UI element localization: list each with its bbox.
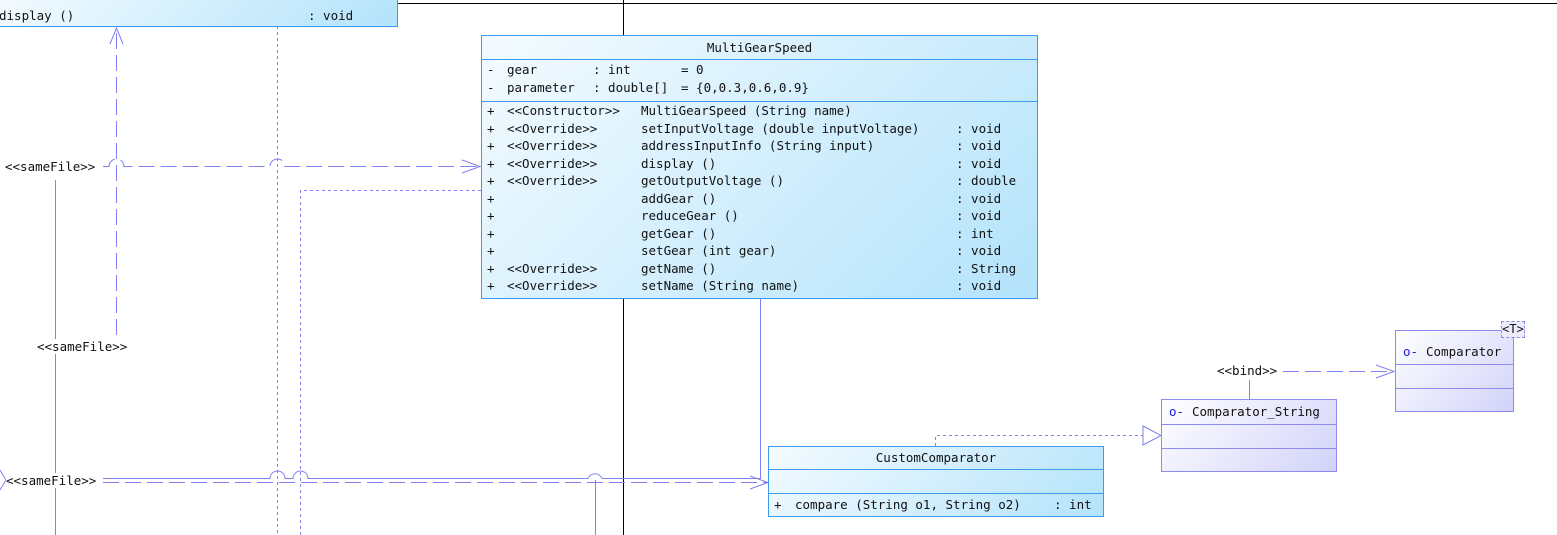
samefile-label: <<sameFile>> (5, 159, 96, 174)
method-return: : void (956, 120, 1002, 136)
method-vis: + (487, 173, 495, 188)
top-class-box[interactable]: display () : void (0, 0, 398, 27)
method-vis: + (487, 103, 495, 118)
interface-lollipop-icon: o- (1169, 404, 1185, 419)
methods-section (1396, 388, 1513, 412)
attribute-default: = {0,0.3,0.6,0.9} (681, 79, 809, 95)
attributes-section: -gear : int = 0 -parameter : double[] = {0,0.… (482, 59, 1037, 101)
method-return: : void (956, 190, 1002, 206)
method-return: : int (1054, 497, 1092, 512)
method-name: addGear () (641, 190, 717, 206)
method-name: reduceGear () (641, 208, 739, 223)
arrow-head-right (461, 159, 482, 174)
association-line-custom (103, 298, 761, 479)
interface-title: Comparator_String (1192, 404, 1320, 419)
method-stereo: <<Constructor>> (507, 103, 620, 118)
interface-title: Comparator (1426, 344, 1502, 359)
method-name: display () (0, 8, 75, 23)
interface-comparator-string[interactable]: o- Comparator_String (1161, 399, 1337, 472)
method-name: MultiGearSpeed (String name) (641, 103, 852, 118)
method-return: : void (956, 155, 1002, 171)
method-vis: + (487, 155, 495, 171)
samefile-label: <<sameFile>> (6, 473, 97, 488)
method-stereo: <<Override>> (507, 155, 598, 171)
attribute-name: gear (507, 62, 538, 77)
method-name: getName () (641, 260, 717, 276)
attribute-vis: - (487, 79, 495, 95)
method-return: : void (956, 138, 1002, 153)
method-stereo: <<Override>> (507, 260, 598, 276)
interface-comparator[interactable]: o- Comparator (1395, 330, 1514, 412)
method-name: setGear (int gear) (641, 243, 777, 258)
method-visibility: + (774, 497, 782, 512)
attribute-vis: - (487, 62, 495, 77)
method-stereo: <<Override>> (507, 138, 598, 153)
class-title: MultiGearSpeed (706, 40, 813, 55)
attributes-section (769, 469, 1103, 493)
method-return: : void (956, 278, 1002, 293)
method-vis: + (487, 260, 495, 276)
method-vis: + (487, 190, 495, 206)
template-parameter-box: <T> (1501, 321, 1525, 338)
samefile-label: <<sameFile>> (37, 339, 128, 354)
method-stereo: <<Override>> (507, 278, 598, 293)
method-return: : void (308, 8, 354, 23)
attributes-section (1162, 424, 1336, 448)
method-vis: + (487, 208, 495, 223)
method-return: : void (956, 243, 1002, 258)
method-name: setInputVoltage (double inputVoltage) (641, 120, 920, 136)
attribute-default: = 0 (681, 62, 704, 77)
dotted-line-elbow (300, 190, 481, 535)
method-name: setName (String name) (641, 278, 800, 293)
class-title: CustomComparator (875, 450, 997, 465)
class-multigearspeed[interactable]: MultiGearSpeed -gear : int = 0 -parameter : … (481, 35, 1038, 299)
method-return: : double (956, 173, 1017, 188)
method-return: : void (956, 208, 1002, 223)
attribute-type: : double[] (593, 79, 669, 95)
method-name: getOutputVoltage () (641, 173, 784, 188)
method-name: compare (String o1, String o2) (795, 497, 1021, 512)
class-customcomparator[interactable]: CustomComparator + compare (String o1, S… (768, 446, 1104, 517)
method-name: addressInputInfo (String input) (641, 138, 875, 153)
arrow-head-up (109, 26, 124, 45)
method-name: getGear () (641, 225, 717, 241)
realization-line (935, 435, 1143, 446)
methods-section: + compare (String o1, String o2) : int (769, 493, 1103, 517)
method-return: : int (956, 225, 994, 241)
interface-lollipop-icon: o- (1403, 344, 1419, 359)
method-return: : String (956, 260, 1017, 276)
bind-label: <<bind>> (1217, 363, 1278, 378)
method-vis: + (487, 120, 495, 136)
samefile-dependency-multigear (103, 158, 480, 167)
method-vis: + (487, 225, 495, 241)
method-vis: + (487, 278, 495, 293)
attribute-type: : int (593, 62, 631, 77)
method-vis: + (487, 138, 495, 153)
attributes-section (1396, 364, 1513, 388)
method-name: display () (641, 155, 717, 171)
methods-section: + <<Constructor>> MultiGearSpeed (String n… (482, 101, 1037, 298)
methods-section (1162, 448, 1336, 471)
realization-triangle (1142, 425, 1163, 446)
arrow-head-bind (1375, 364, 1396, 379)
method-vis: + (487, 243, 495, 258)
method-stereo: <<Override>> (507, 120, 598, 136)
attribute-name: parameter (507, 79, 575, 95)
method-stereo: <<Override>> (507, 173, 598, 188)
